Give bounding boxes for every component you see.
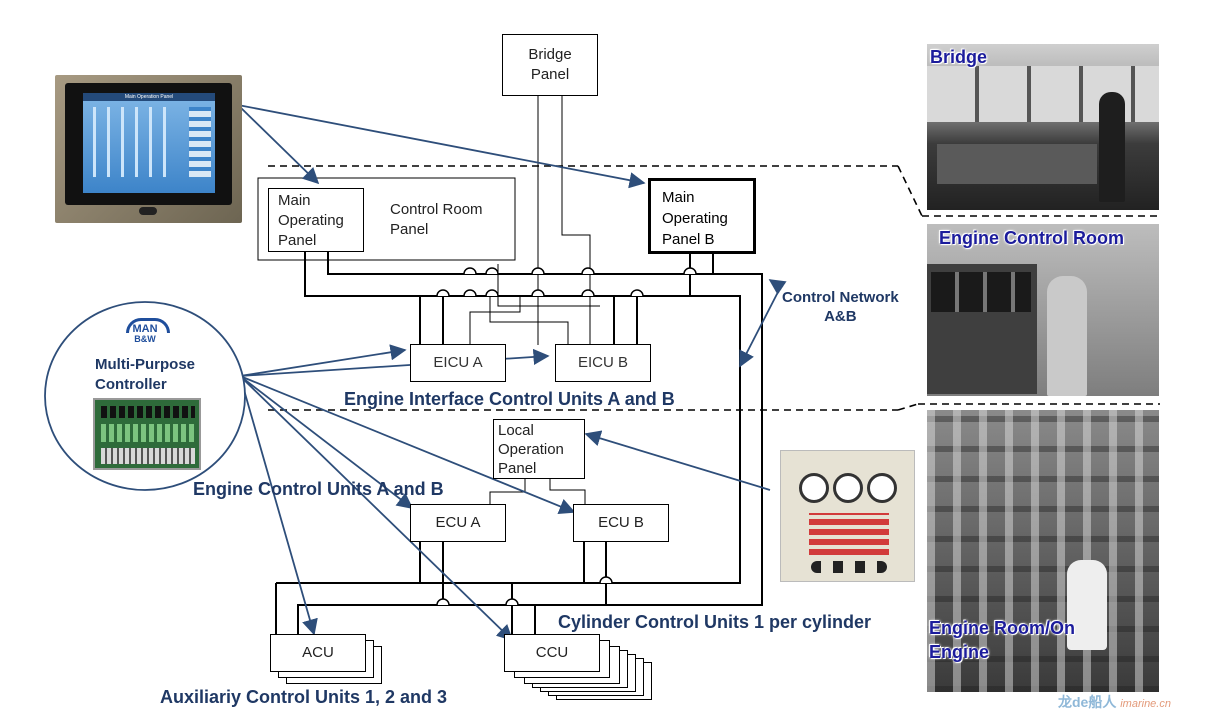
button-grid <box>809 513 889 555</box>
mop-knob <box>139 207 157 215</box>
eicu-a-box: EICU A <box>410 344 506 382</box>
man-logo-arc <box>126 318 170 333</box>
main-operating-panel-b-box: Main Operating Panel B <box>648 178 756 254</box>
bridge-photo: Bridge <box>927 44 1159 210</box>
ecr-screens <box>931 272 1031 312</box>
ccu-label: CCU <box>535 644 569 661</box>
acu-caption: Auxiliariy Control Units 1, 2 and 3 <box>160 687 448 707</box>
bridge-panel-box: Bridge Panel <box>502 34 598 96</box>
man-logo-top: MAN <box>132 323 158 335</box>
control-room-panel-frame <box>257 177 516 261</box>
bridge-panel-label: Bridge Panel <box>528 46 572 83</box>
bridge-photo-label: Bridge <box>930 47 988 67</box>
main-operating-panel-label: Main Operating Panel <box>278 192 344 249</box>
board-terminal-row <box>101 448 195 464</box>
eicu-a-label: EICU A <box>433 354 483 371</box>
local-operation-panel-label: Local Operation Panel <box>498 422 564 477</box>
local-operation-panel-box: Local Operation Panel <box>493 419 585 479</box>
man-bw-logo: MAN B&W <box>120 318 170 346</box>
bridge-console <box>937 144 1097 184</box>
watermark-right: imarine.cn <box>1120 698 1171 710</box>
mop-screen: Main Operation Panel <box>83 93 215 193</box>
man-logo-bottom: B&W <box>134 334 156 344</box>
mop-side-buttons <box>189 107 211 177</box>
eicu-b-box: EICU B <box>555 344 651 382</box>
mpc-circuit-board <box>93 398 201 470</box>
engine-room-photo: Engine Room/On Engine <box>927 410 1159 692</box>
mop-screen-title: Main Operation Panel <box>83 93 215 101</box>
engine-control-room-label: Engine Control Room <box>939 228 1124 248</box>
gauge-1 <box>799 473 829 503</box>
ecu-b-label: ECU B <box>598 514 644 531</box>
acu-label: ACU <box>302 644 334 661</box>
control-room-panel-label: Control Room Panel <box>390 201 483 238</box>
ecu-a-label: ECU A <box>435 514 481 531</box>
gauge-2 <box>833 473 863 503</box>
line-hops <box>436 267 697 606</box>
ecr-person <box>1047 276 1087 396</box>
engine-control-room-photo: Engine Control Room <box>927 224 1159 396</box>
bridge-person <box>1099 92 1125 202</box>
ecu-b-box: ECU B <box>573 504 669 542</box>
local-panel-photo <box>780 450 915 582</box>
watermark-left: 龙de船人 <box>1058 694 1117 710</box>
main-operating-panel-box: Main Operating Panel <box>268 188 364 252</box>
engine-person <box>1067 560 1107 650</box>
gauge-3 <box>867 473 897 503</box>
mop-sliders <box>93 107 173 177</box>
dashed-separators <box>268 165 1160 411</box>
ccu-caption: Cylinder Control Units 1 per cylinder <box>558 612 872 632</box>
main-operating-panel-b-label: Main Operating Panel B <box>662 189 728 248</box>
eicu-caption: Engine Interface Control Units A and B <box>344 389 675 409</box>
ccu-box: CCU <box>504 634 600 672</box>
board-connector-row <box>101 424 195 442</box>
control-network-label: Control Network A&B <box>782 289 899 325</box>
ecu-a-box: ECU A <box>410 504 506 542</box>
engine-pipes <box>927 410 1159 692</box>
main-operation-panel-photo: Main Operation Panel <box>55 75 242 223</box>
board-chip-row <box>101 406 195 418</box>
arrows <box>237 104 787 642</box>
watermark: 龙de船人 imarine.cn <box>1058 692 1171 712</box>
engine-room-label: Engine Room/On Engine <box>929 618 1075 662</box>
acu-box: ACU <box>270 634 366 672</box>
switch-row <box>811 561 887 573</box>
mpc-title: Multi-Purpose Controller <box>95 356 195 393</box>
ecu-caption: Engine Control Units A and B <box>193 479 444 499</box>
eicu-b-label: EICU B <box>577 354 628 371</box>
